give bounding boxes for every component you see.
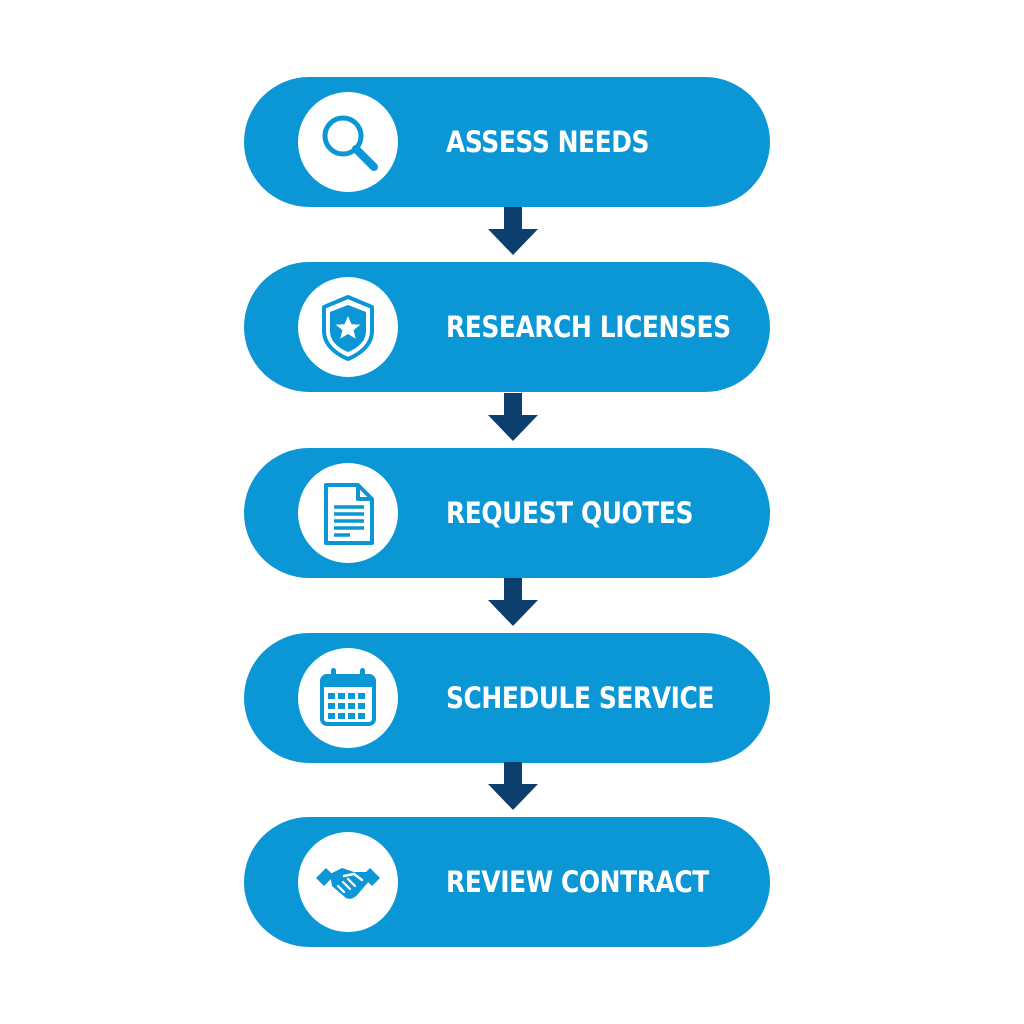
step-research-licenses: RESEARCH LICENSES (244, 262, 770, 392)
document-icon (298, 463, 398, 563)
step-label: ASSESS NEEDS (446, 125, 650, 159)
step-schedule-service: SCHEDULE SERVICE (244, 633, 770, 763)
step-request-quotes: REQUEST QUOTES (244, 448, 770, 578)
arrow-down-icon (488, 393, 538, 441)
arrow-down-icon (488, 578, 538, 626)
calendar-icon (298, 648, 398, 748)
step-label: REQUEST QUOTES (446, 496, 694, 530)
step-assess-needs: ASSESS NEEDS (244, 77, 770, 207)
arrow-down-icon (488, 762, 538, 810)
shield-star-icon (298, 277, 398, 377)
step-label: RESEARCH LICENSES (446, 310, 731, 344)
step-review-contract: REVIEW CONTRACT (244, 817, 770, 947)
arrow-down-icon (488, 207, 538, 255)
handshake-icon (298, 832, 398, 932)
step-label: REVIEW CONTRACT (446, 865, 709, 899)
magnifying-glass-icon (298, 92, 398, 192)
step-label: SCHEDULE SERVICE (446, 681, 714, 715)
